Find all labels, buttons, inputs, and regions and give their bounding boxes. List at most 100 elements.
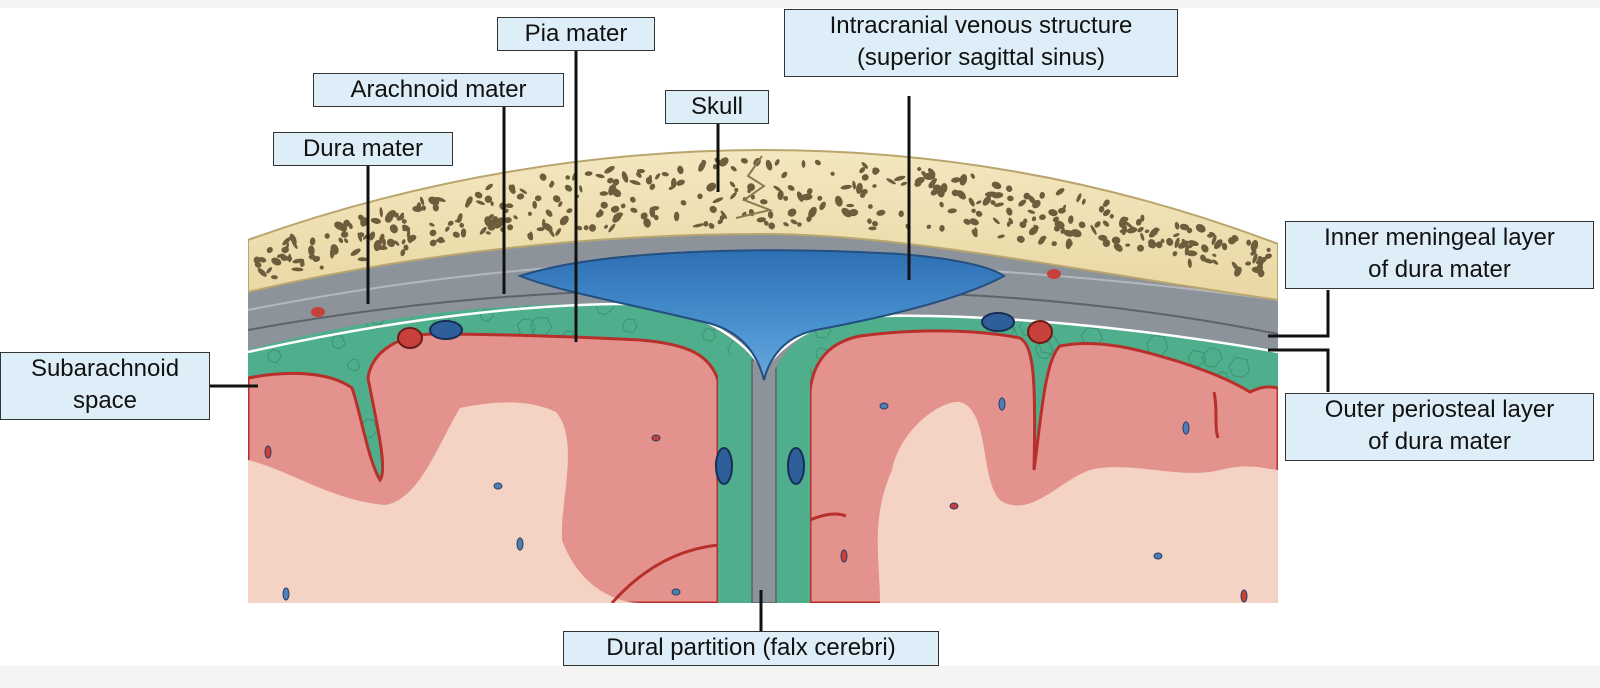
arachnoid-mater-text: Arachnoid mater (350, 76, 527, 103)
skull-pore (291, 267, 304, 272)
skull-pore (607, 177, 614, 184)
skull-pore (859, 167, 866, 174)
skull-pore (1160, 238, 1165, 244)
skull-pore (937, 188, 945, 198)
skull-pore (532, 200, 538, 209)
skull-pore (708, 222, 715, 229)
skull-pore (545, 209, 553, 217)
left-white-matter (248, 402, 640, 603)
skull-pore (763, 220, 769, 226)
skull-pore (1153, 227, 1160, 232)
skull-pore (1078, 221, 1086, 229)
skull-pore (756, 217, 766, 223)
skull-pore (647, 174, 652, 184)
skull-pore (491, 216, 499, 225)
skull-pore (1065, 238, 1072, 250)
skull-pore (861, 161, 869, 169)
skull-pore (773, 185, 782, 192)
skull-pore (1213, 240, 1222, 250)
skull-pore (886, 178, 896, 185)
skull-pore (539, 173, 547, 181)
skull-pore (1119, 228, 1128, 234)
skull-pore (401, 219, 407, 224)
skull-pore (1094, 221, 1101, 228)
capillary (998, 397, 1006, 411)
skull-pore (282, 236, 291, 246)
skull-pore (1174, 237, 1180, 249)
mesh-cell (701, 327, 716, 342)
falx-cerebri-text: Dural partition (falx cerebri) (606, 634, 896, 661)
label-falx-cerebri: Dural partition (falx cerebri) (563, 631, 939, 666)
skull-pore (630, 207, 638, 213)
skull-pore (629, 180, 641, 185)
right-sulcus-lower (809, 512, 847, 522)
skull-pore (1016, 235, 1025, 243)
skull-pore (435, 196, 446, 203)
skull-pore (1231, 261, 1240, 272)
skull-pore (1135, 218, 1142, 226)
skull-pore (872, 167, 880, 174)
skull-pore (729, 181, 736, 188)
skull-pore (969, 218, 979, 226)
skull-pore (465, 196, 473, 206)
skull-pore (1246, 239, 1252, 246)
skull-pore (576, 225, 583, 231)
skull-pore (930, 188, 939, 196)
skull-pore (898, 210, 904, 218)
skull-pore (719, 157, 729, 167)
skull-pore (1007, 195, 1014, 202)
skull-pore (504, 208, 509, 214)
skull-pore (536, 227, 545, 232)
skull-pore (513, 215, 518, 220)
skull-pore (760, 199, 768, 205)
skull-pore (1102, 209, 1111, 217)
label-outer-periosteal-layer: Outer periosteal layer of dura mater (1285, 393, 1594, 461)
skull-pore (914, 180, 922, 187)
skull-pore (787, 185, 795, 191)
right-vein (981, 312, 1015, 332)
skull-pore (393, 212, 399, 218)
falx-vein-left (715, 447, 733, 485)
dura-vessel-left (311, 307, 325, 317)
skull-pore (1018, 199, 1027, 207)
skull-pore (783, 195, 789, 201)
skull-pore (801, 160, 806, 168)
skull-pore (516, 193, 525, 200)
venous-structure-text-line1: Intracranial venous structure (829, 12, 1133, 39)
skull-pore (939, 225, 945, 232)
skull-pore (1264, 253, 1272, 259)
skull-pore (796, 191, 804, 202)
skull-pore (1039, 214, 1046, 221)
skull-pore (612, 178, 620, 186)
dura-vessel-right (1047, 269, 1061, 279)
skull-pore (655, 173, 661, 180)
leader-outer-layer (1268, 348, 1330, 392)
skull-pore (308, 245, 315, 256)
skull-pore (1140, 214, 1145, 222)
skull-pore (459, 222, 465, 228)
skull-pore (1148, 233, 1155, 238)
capillary (840, 549, 848, 563)
skull-pore (852, 180, 856, 190)
skull-pore (408, 238, 413, 244)
skull-pore (1054, 220, 1065, 229)
skull-pore (552, 195, 561, 203)
skull-pore (973, 227, 978, 236)
skull-pore (565, 175, 571, 180)
left-vein (429, 320, 463, 340)
skull-pore (1052, 216, 1059, 223)
skull-pore (720, 210, 728, 219)
skull-pore (595, 173, 605, 179)
outer-layer-text-line2: of dura mater (1368, 428, 1511, 455)
skull-pore (1048, 209, 1058, 217)
skull-pore (801, 193, 813, 201)
skull-pore (286, 256, 293, 262)
skull-pore (1209, 231, 1216, 237)
skull-pore (534, 195, 542, 202)
skull-pore (928, 182, 935, 189)
skull-pore (549, 182, 554, 188)
skull-pore (867, 218, 872, 224)
label-subarachnoid-space: Subarachnoid space (0, 352, 210, 420)
